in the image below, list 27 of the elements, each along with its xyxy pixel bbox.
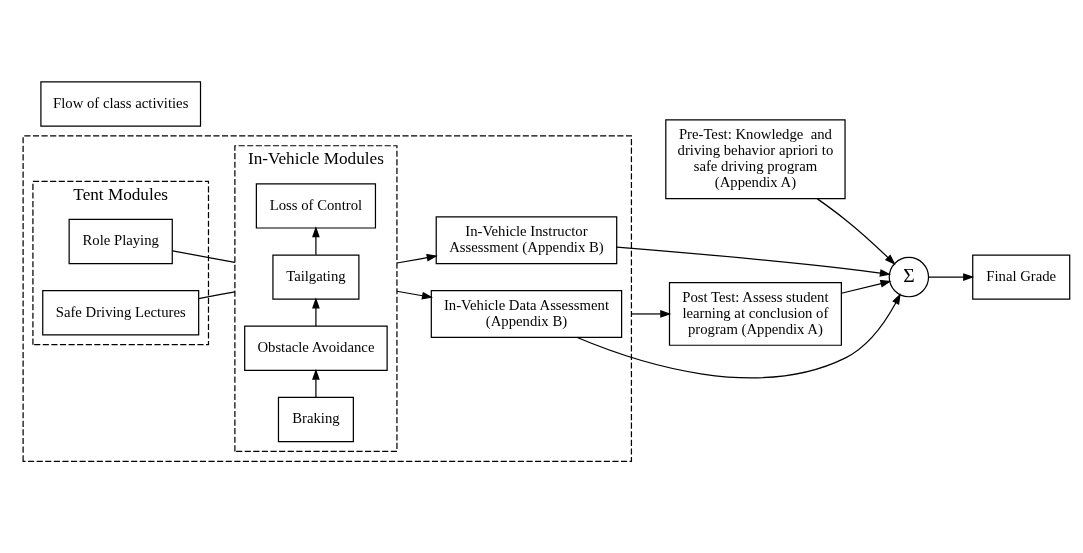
arrow: [312, 226, 320, 256]
arrow: [928, 273, 975, 281]
node-box: Post Test: Assess student learning at conclusion of program (Appendix A): [668, 282, 842, 346]
arrow: [396, 290, 433, 300]
arrow: [312, 297, 320, 327]
node-box: Role Playing: [68, 218, 173, 265]
arrow: [312, 368, 320, 398]
node-box: In-Vehicle Instructor Assessment (Appendix B): [435, 216, 618, 265]
node-box: Final Grade: [972, 254, 1071, 300]
arrow: [616, 246, 891, 277]
arrow: [816, 198, 896, 265]
node-box: Pre-Test: Knowledge and driving behavior apriori to safe driving program (Appendix A): [665, 119, 846, 200]
node-box: Tailgating: [272, 254, 360, 300]
arrow: [630, 310, 672, 318]
node-circle: Σ: [888, 256, 930, 298]
node-box: Loss of Control: [255, 183, 377, 229]
node-box: Obstacle Avoidance: [244, 325, 388, 372]
node-box: Flow of class activities: [40, 81, 202, 127]
node-box: Safe Driving Lectures: [42, 290, 200, 336]
cluster: [22, 135, 633, 462]
connector: [198, 291, 236, 300]
arrow: [396, 253, 438, 264]
connector: [171, 250, 236, 263]
arrow: [576, 293, 901, 379]
node-box: Braking: [277, 396, 354, 443]
arrow: [840, 279, 892, 294]
node-box: In-Vehicle Data Assessment (Appendix B): [430, 290, 623, 338]
